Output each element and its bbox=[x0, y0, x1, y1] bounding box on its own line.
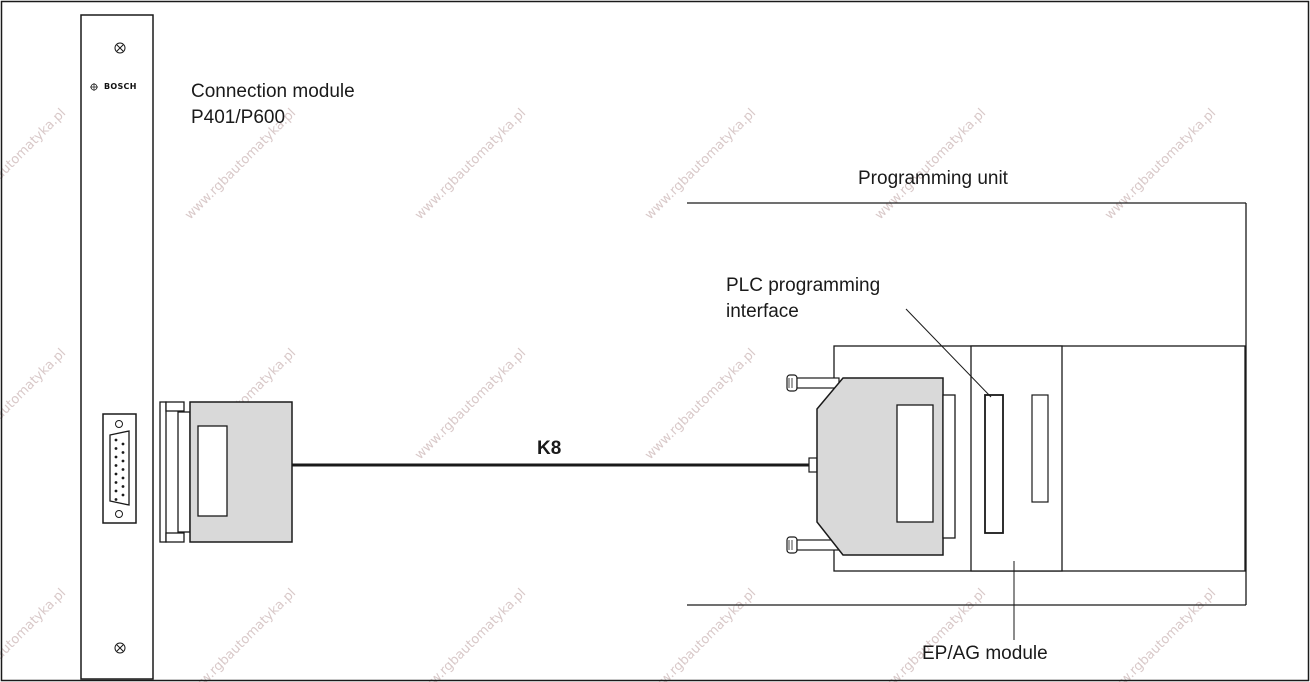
panel-screw-bottom-icon bbox=[114, 642, 126, 654]
dsub-pin bbox=[114, 472, 118, 476]
plc-interface-label-line2: interface bbox=[726, 301, 799, 322]
brand-logo-text: BOSCH bbox=[104, 82, 137, 91]
dsub-pin bbox=[121, 468, 125, 471]
connection-module-panel bbox=[80, 14, 154, 680]
plc-interface-leader bbox=[905, 308, 992, 398]
dsub-pin bbox=[114, 464, 118, 467]
watermark-text: www.rgbautomatyka.pl bbox=[412, 586, 529, 682]
dsub-pin bbox=[114, 447, 118, 450]
watermark-text: www.rgbautomatyka.pl bbox=[1102, 586, 1219, 682]
watermark-text: www.rgbautomatyka.pl bbox=[872, 106, 989, 223]
dsub-pin bbox=[121, 493, 125, 497]
bosch-logo-icon bbox=[90, 83, 98, 91]
watermark-text: www.rgbautomatyka.pl bbox=[642, 106, 759, 223]
connection-module-label-line2: P401/P600 bbox=[191, 107, 286, 128]
ep-ag-module bbox=[970, 345, 1063, 572]
programming-unit-label: Programming unit bbox=[858, 168, 1008, 189]
right-cable-connector bbox=[786, 374, 956, 556]
dsub-pin bbox=[114, 481, 118, 484]
watermark-text: www.rgbautomatyka.pl bbox=[0, 586, 69, 682]
watermark-text: www.rgbautomatyka.pl bbox=[872, 586, 989, 682]
cable-k8-label: K8 bbox=[537, 438, 562, 459]
watermark-text: www.rgbautomatyka.pl bbox=[1102, 106, 1219, 223]
watermark-text: www.rgbautomatyka.pl bbox=[182, 586, 299, 682]
watermark-text: www.rgbautomatyka.pl bbox=[0, 106, 69, 223]
dsub-pin bbox=[114, 438, 118, 442]
plc-programming-port bbox=[984, 394, 1004, 534]
programming-unit-box bbox=[687, 202, 1247, 606]
dsub-pin bbox=[121, 442, 125, 446]
connection-module-label-line1: Connection module bbox=[191, 81, 355, 102]
watermark-text: www.rgbautomatyka.pl bbox=[412, 106, 529, 223]
jack-screw-bottom-icon bbox=[786, 536, 840, 554]
left-cable-connector bbox=[159, 401, 293, 543]
dsub-pin bbox=[121, 485, 125, 488]
plc-interface-label-line1: PLC programming bbox=[726, 275, 881, 296]
panel-screw-top-icon bbox=[114, 42, 126, 54]
watermark-text: www.rgbautomatyka.pl bbox=[642, 346, 759, 463]
ep-ag-module-label: EP/AG module bbox=[922, 643, 1048, 664]
watermark-text: www.rgbautomatyka.pl bbox=[642, 586, 759, 682]
panel-dsub-socket-icon bbox=[102, 413, 137, 524]
watermark-text: www.rgbautomatyka.pl bbox=[0, 346, 69, 463]
dsub-pin bbox=[121, 476, 125, 480]
jack-screw-top-icon bbox=[786, 374, 840, 392]
dsub-pin bbox=[121, 459, 125, 463]
module-slot bbox=[1031, 394, 1049, 503]
dsub-pin bbox=[114, 489, 118, 493]
watermark-text: www.rgbautomatyka.pl bbox=[412, 346, 529, 463]
dsub-pin bbox=[121, 451, 125, 454]
dsub-pin bbox=[114, 498, 118, 501]
dsub-pin bbox=[114, 455, 118, 459]
